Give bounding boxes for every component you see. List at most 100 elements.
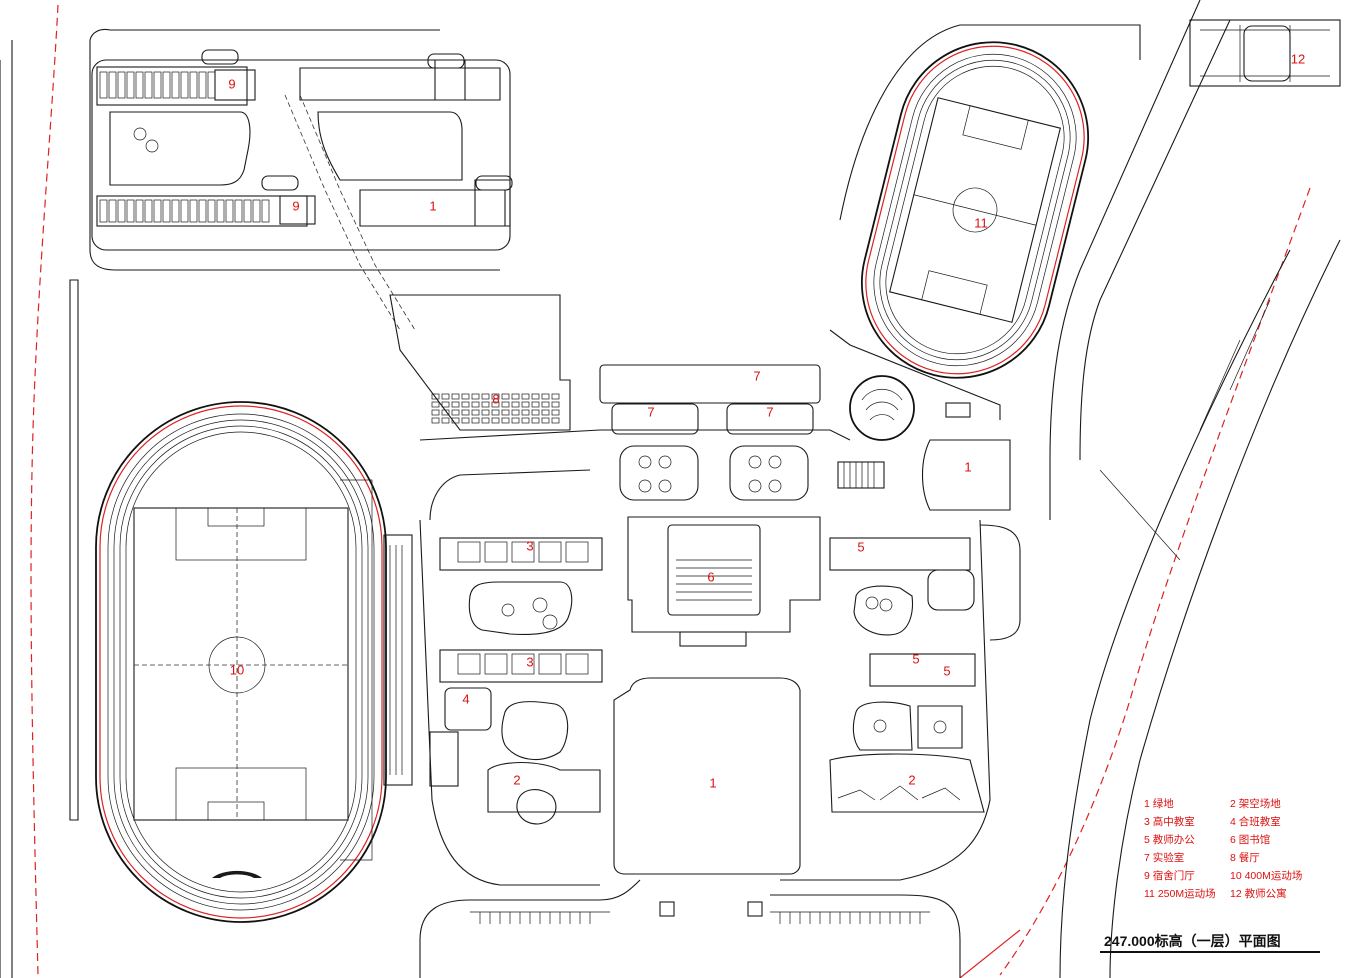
furniture-cell (153, 71, 162, 99)
furniture-cell (117, 71, 126, 99)
furniture-cell (207, 199, 216, 223)
furniture-cell (457, 653, 481, 675)
central-green-1 (613, 677, 801, 875)
label-dorm-hall-north: 9 (228, 76, 235, 91)
office-wing-east-upper (829, 537, 971, 571)
furniture-cell (451, 417, 460, 424)
south-fence (470, 911, 930, 924)
furniture-cell (198, 199, 207, 223)
label-green-north: 1 (429, 198, 436, 213)
legend-item: 1 绿地 (1144, 798, 1174, 810)
tree (145, 139, 159, 153)
furniture-cell (135, 71, 144, 99)
gate-post (747, 901, 763, 917)
legend-item: 6 图书馆 (1230, 834, 1271, 846)
furniture-cell (441, 409, 450, 416)
dorm-hall-north (214, 69, 256, 101)
furniture-cell (243, 199, 252, 223)
furniture-cell (441, 417, 450, 424)
library-entrance (679, 631, 747, 647)
legend: 1 绿地 2 架空场地 3 高中教室 4 合班教室 5 教师办公 6 图书馆 7… (1144, 796, 1344, 901)
rock-feature (516, 789, 557, 825)
dorm-pod (427, 53, 465, 69)
west-pavilion-2 (487, 762, 601, 813)
furniture-cell (481, 409, 490, 416)
furniture-cell (565, 541, 589, 563)
furniture-cell (189, 71, 198, 99)
dorm-pod (261, 175, 299, 191)
furniture-cell (531, 417, 540, 424)
furniture-cell (162, 71, 171, 99)
library-building (627, 516, 821, 633)
furniture-cell (541, 417, 550, 424)
label-lab-north: 7 (753, 368, 760, 383)
furniture-cell (461, 401, 470, 408)
furniture-cell (461, 417, 470, 424)
furniture-cell (538, 541, 562, 563)
gate-post (659, 901, 675, 917)
lab-courtyard-west (611, 403, 699, 435)
furniture-cell (471, 409, 480, 416)
furniture-cell (180, 71, 189, 99)
library-stacks (676, 559, 752, 601)
legend-item: 5 教师办公 (1144, 834, 1195, 846)
furniture-cell (451, 401, 460, 408)
furniture-cell (511, 401, 520, 408)
dorm-pod (201, 49, 239, 65)
road-east (1059, 239, 1341, 978)
classroom-wing-west-upper (439, 537, 603, 571)
furniture-cell (431, 417, 440, 424)
label-green-east: 1 (964, 459, 971, 474)
furniture-cell (511, 409, 520, 416)
lecture-hall-round-4 (849, 375, 915, 441)
furniture-cell (471, 401, 480, 408)
furniture-cell (531, 401, 540, 408)
furniture-cell (126, 199, 135, 223)
dorm-wing-south (96, 195, 308, 227)
legend-item: 7 实验室 (1144, 852, 1185, 864)
track-400m (95, 401, 387, 923)
small-structure (945, 402, 971, 418)
dorm-stair-south (474, 179, 511, 227)
road-south (419, 879, 961, 978)
furniture-cell (501, 409, 510, 416)
label-office-upper: 5 (857, 539, 864, 554)
label-teacher-apartment: 12 (1291, 51, 1305, 66)
furniture-cell (252, 199, 261, 223)
furniture-cell (108, 71, 117, 99)
road-northeast (1049, 0, 1231, 520)
furniture-cell (99, 199, 108, 223)
furniture-cell (225, 199, 234, 223)
site-boundary-west (30, 4, 59, 976)
label-dining-hall: 8 (492, 391, 499, 406)
tree (532, 597, 548, 613)
teacher-apartment-building (1189, 19, 1341, 87)
furniture-cell (521, 409, 530, 416)
furniture-cell (521, 401, 530, 408)
furniture-cell (531, 409, 540, 416)
drawing-title: 247.000标高（一层）平面图 (1104, 933, 1281, 949)
dining-tables (431, 393, 560, 424)
furniture-cell (471, 393, 480, 400)
dorm-courtyard-outline (91, 59, 511, 251)
tree (542, 614, 558, 630)
furniture-cell (117, 199, 126, 223)
furniture-cell (189, 199, 198, 223)
furniture-cell (511, 393, 520, 400)
furniture-cell (481, 417, 490, 424)
label-track-400m: 10 (230, 662, 244, 677)
furniture-cell (541, 409, 550, 416)
label-lab-west: 7 (647, 404, 654, 419)
dorm-pod (475, 175, 513, 191)
furniture-cell (216, 199, 225, 223)
west-courtyard-green (468, 581, 573, 635)
east-pavilion-seats (837, 785, 961, 801)
furniture-cell (511, 653, 535, 675)
legend-item: 2 架空场地 (1230, 798, 1281, 810)
furniture-cell (144, 199, 153, 223)
furniture-cell (541, 401, 550, 408)
furniture-cell (261, 199, 270, 223)
furniture-cell (457, 541, 481, 563)
furniture-cell (551, 393, 560, 400)
furniture-cell (501, 393, 510, 400)
